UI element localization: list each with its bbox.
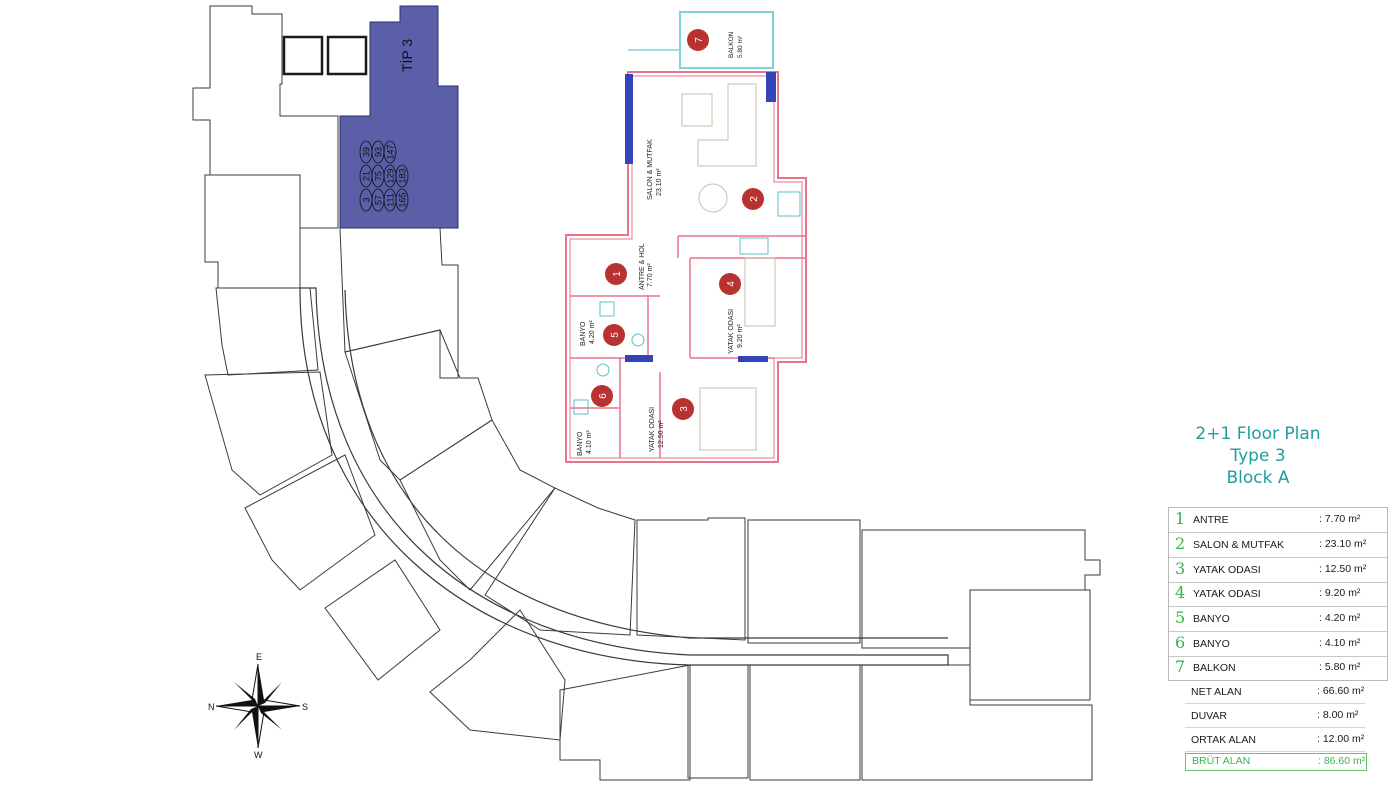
unit-number-circle xyxy=(395,164,409,188)
compass-n: N xyxy=(208,702,215,712)
room-marker-4[interactable]: 4 xyxy=(719,273,741,295)
area-row-num: 4 xyxy=(1175,583,1186,602)
room-marker-3[interactable]: 3 xyxy=(672,398,694,420)
room-marker-5[interactable]: 5 xyxy=(603,324,625,346)
antre-area: 7.70 m² xyxy=(647,263,654,287)
area-row-value: : 4.10 m² xyxy=(1319,637,1361,649)
marker-3-text: 3 xyxy=(679,406,690,412)
area-row-value: : 12.50 m² xyxy=(1319,563,1367,575)
area-row-value: : 7.70 m² xyxy=(1319,513,1361,525)
area-row-name: YATAK ODASI xyxy=(1193,564,1261,576)
unit-number: 165 xyxy=(398,192,408,207)
marker-5-text: 5 xyxy=(610,332,621,338)
unit-number: 183 xyxy=(398,168,408,183)
total-net: NET ALAN : 66.60 m² xyxy=(1185,681,1365,704)
banyo6-area: 4.10 m² xyxy=(586,430,593,454)
yatak4-area: 9.20 m² xyxy=(737,324,744,348)
unit-number-circle xyxy=(383,140,397,164)
area-row-value: : 4.20 m² xyxy=(1319,612,1361,624)
apartment-plan: BALKON 5.80 m² SALON & MUTFAK 23.10 m² A… xyxy=(565,11,807,463)
unit-number: 3 xyxy=(362,197,372,202)
area-row-1: 1 ANTRE : 7.70 m² xyxy=(1169,508,1387,533)
area-row-num: 2 xyxy=(1175,534,1186,553)
tip3-highlight[interactable]: TİP 3 xyxy=(339,5,459,229)
total-value: : 8.00 m² xyxy=(1317,709,1359,721)
area-row-4: 4 YATAK ODASI : 9.20 m² xyxy=(1169,582,1387,607)
area-row-value: : 5.80 m² xyxy=(1319,661,1361,673)
unit-number-group: 3 21 39 57 75 93 111 129 147 165 183 xyxy=(359,140,409,212)
total-name: DUVAR xyxy=(1191,710,1227,722)
marker-4-text: 4 xyxy=(726,281,737,287)
total-brut: BRÜT ALAN : 86.60 m² xyxy=(1185,753,1367,771)
area-table: 1 ANTRE : 7.70 m² 2 SALON & MUTFAK : 23.10 m… xyxy=(1168,507,1388,681)
area-row-3: 3 YATAK ODASI : 12.50 m² xyxy=(1169,558,1387,583)
plan-heading-line1: 2+1 Floor Plan xyxy=(1195,424,1321,444)
unit-number: 39 xyxy=(362,147,372,157)
total-ortak: ORTAK ALAN : 12.00 m² xyxy=(1185,729,1365,752)
total-name: BRÜT ALAN xyxy=(1192,755,1251,767)
banyo5-label: BANYO xyxy=(580,321,587,346)
unit-number: 21 xyxy=(362,171,372,181)
area-row-6: 6 BANYO : 4.10 m² xyxy=(1169,632,1387,657)
yatak3-area: 12.50 m² xyxy=(658,420,665,448)
plan-heading-line2: Type 3 xyxy=(1230,446,1286,466)
room-marker-6[interactable]: 6 xyxy=(591,385,613,407)
balkon-label: BALKON xyxy=(728,31,735,58)
area-row-name: BANYO xyxy=(1193,613,1230,625)
area-row-name: BALKON xyxy=(1193,662,1236,674)
room-marker-1[interactable]: 1 xyxy=(605,263,627,285)
total-name: ORTAK ALAN xyxy=(1191,734,1256,746)
area-row-value: : 23.10 m² xyxy=(1319,538,1367,550)
area-row-num: 5 xyxy=(1175,608,1186,627)
unit-number: 93 xyxy=(374,147,384,157)
room-marker-2[interactable]: 2 xyxy=(742,188,764,210)
area-row-num: 1 xyxy=(1175,509,1186,528)
area-row-name: BANYO xyxy=(1193,638,1230,650)
total-name: NET ALAN xyxy=(1191,686,1242,698)
salon-area: 23.10 m² xyxy=(656,168,663,196)
marker-7-text: 7 xyxy=(694,37,705,43)
salon-label: SALON & MUTFAK xyxy=(647,139,654,200)
area-row-num: 7 xyxy=(1175,657,1186,676)
area-row-value: : 9.20 m² xyxy=(1319,587,1361,599)
plan-heading-line3: Block A xyxy=(1226,468,1290,488)
yatak4-label: YATAK ODASI xyxy=(728,309,735,354)
marker-1-text: 1 xyxy=(612,271,623,277)
marker-2-text: 2 xyxy=(749,196,760,202)
marker-6-text: 6 xyxy=(598,393,609,399)
area-row-name: ANTRE xyxy=(1193,514,1229,526)
unit-number: 147 xyxy=(386,144,396,159)
unit-number: 129 xyxy=(386,168,396,183)
area-row-num: 6 xyxy=(1175,633,1186,652)
total-value: : 66.60 m² xyxy=(1317,685,1365,697)
area-row-2: 2 SALON & MUTFAK : 23.10 m² xyxy=(1169,533,1387,558)
room-marker-7[interactable]: 7 xyxy=(687,29,709,51)
area-row-name: SALON & MUTFAK xyxy=(1193,539,1285,551)
unit-number: 111 xyxy=(386,193,396,207)
area-row-num: 3 xyxy=(1175,559,1186,578)
total-value: : 86.60 m² xyxy=(1318,755,1366,767)
unit-number: 75 xyxy=(374,171,384,181)
tip3-label: TİP 3 xyxy=(398,39,415,72)
yatak3-label: YATAK ODASI xyxy=(649,407,656,452)
balkon-area: 5.80 m² xyxy=(737,35,744,58)
unit-number: 57 xyxy=(374,195,384,205)
unit-number-circle xyxy=(395,188,409,212)
antre-label: ANTRE & HOL xyxy=(639,243,646,290)
area-row-5: 5 BANYO : 4.20 m² xyxy=(1169,607,1387,632)
total-duvar: DUVAR : 8.00 m² xyxy=(1185,705,1365,728)
area-row-name: YATAK ODASI xyxy=(1193,588,1261,600)
compass-e: E xyxy=(256,652,262,662)
compass-rose: N E S W xyxy=(208,652,308,760)
banyo5-area: 4.20 m² xyxy=(589,320,596,344)
total-value: : 12.00 m² xyxy=(1317,733,1365,745)
building-outline xyxy=(192,5,1101,781)
compass-s: S xyxy=(302,702,308,712)
compass-w: W xyxy=(254,750,263,760)
area-row-7: 7 BALKON : 5.80 m² xyxy=(1169,656,1387,680)
banyo6-label: BANYO xyxy=(577,431,584,456)
